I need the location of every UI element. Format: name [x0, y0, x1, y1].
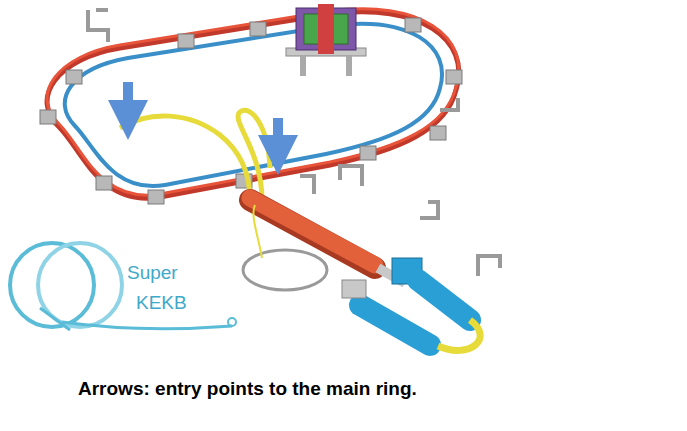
entry-arrow [123, 82, 133, 120]
entry-arrow [273, 118, 283, 155]
caption: Arrows: entry points to the main ring. [78, 378, 417, 400]
positron-transfer-line [120, 116, 250, 200]
linac-blue-lower [360, 305, 430, 345]
damping-ring-line [253, 205, 262, 258]
logo-mark [10, 243, 236, 330]
linac-blue-upper [418, 280, 470, 320]
logo-word: KEKB [136, 292, 187, 314]
electron-transfer-line [238, 110, 270, 200]
logo-word: Super [127, 262, 178, 284]
detector [286, 4, 366, 76]
magnet-blocks [40, 18, 462, 204]
damping-ring [243, 250, 327, 290]
her-ring-highlight [47, 9, 459, 195]
return-bend [438, 320, 480, 350]
support-stands [88, 10, 500, 276]
magnet-block [342, 280, 366, 298]
